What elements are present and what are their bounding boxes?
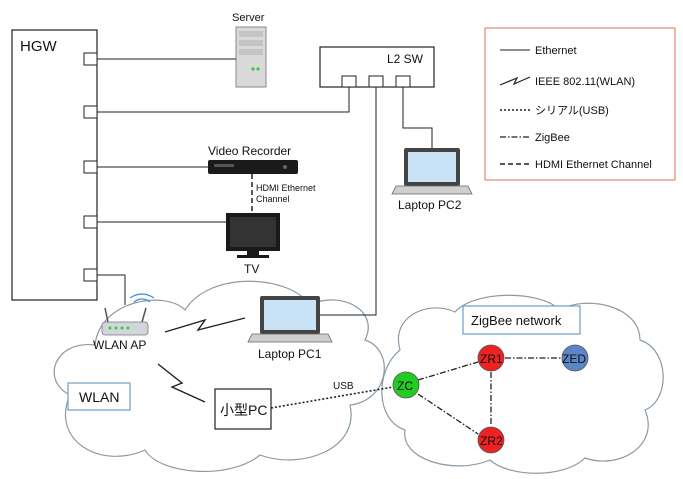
zed-label: ZED xyxy=(562,352,586,366)
zigbee-network-label: ZigBee network xyxy=(471,313,562,328)
legend-box xyxy=(484,27,676,181)
l2sw-label: L2 SW xyxy=(387,52,424,66)
tv-label: TV xyxy=(244,262,259,276)
legend-ethernet: Ethernet xyxy=(500,45,577,57)
laptop-pc2-icon xyxy=(391,148,473,195)
hgw-label: HGW xyxy=(20,38,58,55)
hgw-ports xyxy=(83,52,98,282)
zed-node xyxy=(561,344,589,372)
video-recorder-label: Video Recorder xyxy=(208,144,291,158)
legend-serial: シリアル(USB) xyxy=(500,105,609,117)
laptop-pc1-icon xyxy=(247,296,333,343)
legend-zigbee: ZigBee xyxy=(500,132,570,144)
server-icon xyxy=(235,26,267,88)
small-pc-box xyxy=(214,388,272,430)
wlan-cloud xyxy=(53,280,385,472)
zr2-node xyxy=(477,426,505,454)
zr1-label: ZR1 xyxy=(480,352,503,366)
zr1-node xyxy=(477,344,505,372)
legend-serial-label: シリアル(USB) xyxy=(535,105,609,117)
laptop-pc1-label: Laptop PC1 xyxy=(258,347,322,361)
zr2-label: ZR2 xyxy=(480,434,503,448)
l2sw-ports xyxy=(341,75,411,88)
legend-wlan: IEEE 802.11(WLAN) xyxy=(499,76,635,88)
legend-hdmi-label: HDMI Ethernet Channel xyxy=(535,159,652,171)
legend-zigbee-label: ZigBee xyxy=(535,132,570,144)
ethernet-lines xyxy=(97,58,433,316)
hdmi-label-2: Channel xyxy=(256,194,290,204)
legend-ethernet-label: Ethernet xyxy=(535,45,577,57)
small-pc-label: 小型PC xyxy=(220,402,267,418)
legend-hdmi: HDMI Ethernet Channel xyxy=(500,159,652,171)
zigbee-cloud xyxy=(381,294,664,474)
wlan-links xyxy=(157,317,246,403)
laptop-pc2-label: Laptop PC2 xyxy=(398,198,462,212)
usb-label: USB xyxy=(333,381,354,392)
wlan-ap-label: WLAN AP xyxy=(93,338,146,352)
wlan-label: WLAN xyxy=(79,389,119,405)
zc-label: ZC xyxy=(397,379,413,393)
server-label: Server xyxy=(232,12,265,24)
hgw-box xyxy=(11,29,98,301)
video-recorder-icon xyxy=(208,160,298,174)
hdmi-label-1: HDMI Ethernet xyxy=(256,183,316,193)
tv-icon xyxy=(226,213,280,258)
wlan-ap-icon xyxy=(101,293,155,336)
zigbee-links xyxy=(417,357,561,435)
legend-wlan-label: IEEE 802.11(WLAN) xyxy=(535,76,635,88)
zc-node xyxy=(392,371,420,399)
zigbee-network-box xyxy=(462,305,581,335)
usb-link xyxy=(270,386,394,409)
wlan-label-box xyxy=(67,382,131,411)
